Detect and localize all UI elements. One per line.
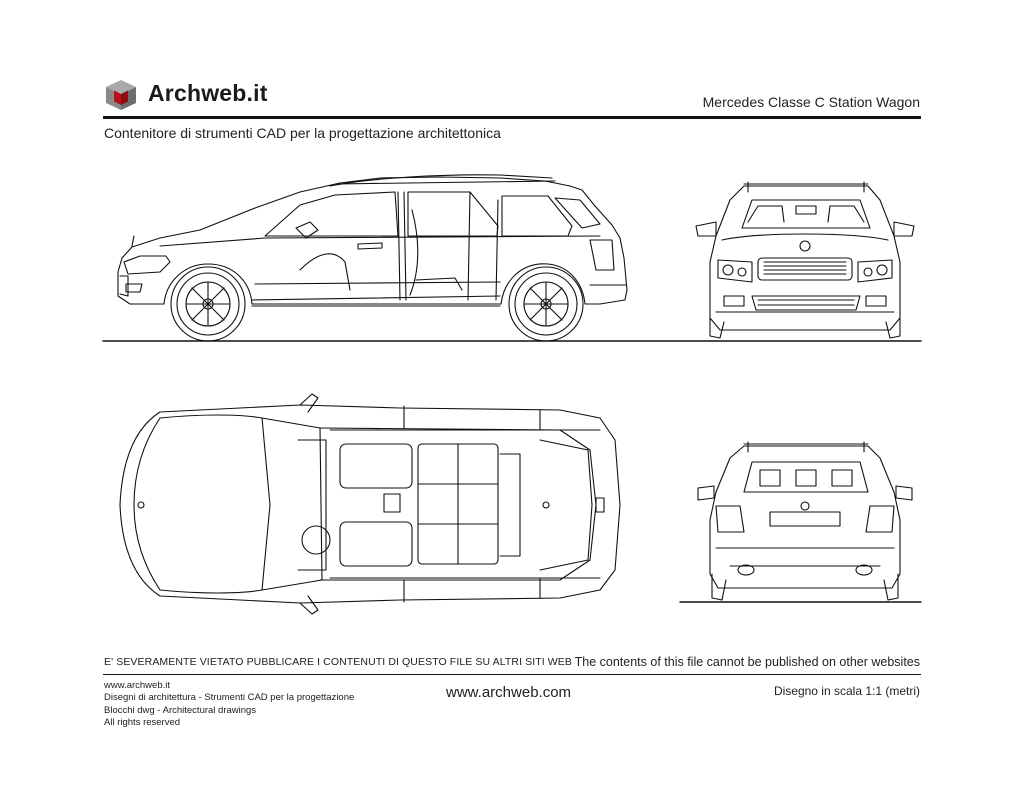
archweb-logo-icon	[106, 80, 136, 110]
header-divider	[103, 116, 921, 119]
footer-line: Blocchi dwg - Architectural drawings	[104, 704, 257, 716]
notice-italian: E' SEVERAMENTE VIETATO PUBBLICARE I CONT…	[104, 656, 572, 668]
logo-text: Archweb.it	[148, 80, 268, 106]
footer-website: www.archweb.com	[446, 684, 572, 701]
footer-line: www.archweb.it	[104, 680, 170, 691]
footer-divider	[103, 674, 921, 675]
drawing-title: Mercedes Classe C Station Wagon	[702, 94, 920, 110]
footer-line: Disegni di architettura - Strumenti CAD …	[104, 692, 355, 704]
front-view-drawing	[695, 181, 915, 339]
rear-view-drawing	[697, 441, 913, 601]
page-subtitle: Contenitore di strumenti CAD per la prog…	[104, 125, 501, 141]
top-view-drawing	[119, 393, 621, 615]
footer-credits: www.archweb.it Disegni di architettura -…	[104, 680, 354, 729]
footer-scale: Disegno in scala 1:1 (metri)	[773, 684, 920, 698]
footer-line: All rights reserved	[104, 716, 181, 728]
side-view-drawing	[117, 174, 628, 342]
notice-english: The contents of this file cannot be publ…	[574, 655, 920, 669]
